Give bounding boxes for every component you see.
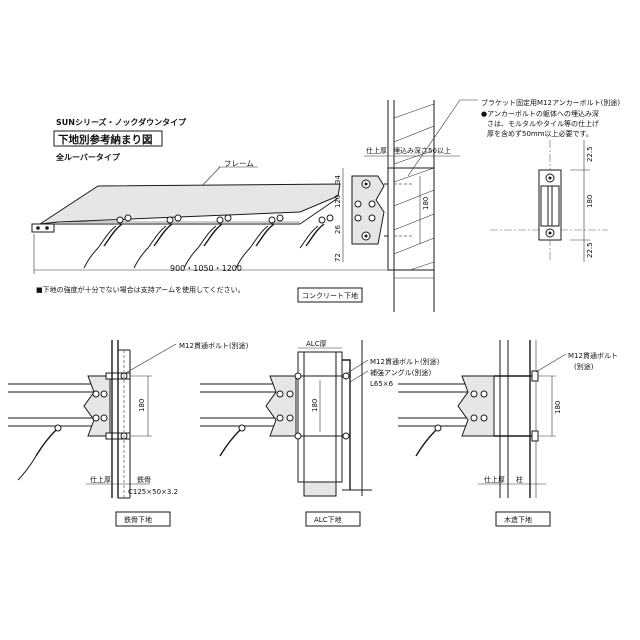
through-bolt-icon	[531, 430, 539, 442]
series-title: SUNシリーズ・ノックダウンタイプ	[56, 117, 187, 127]
embed-note-1: ●アンカーボルトの躯体への埋込み深	[481, 109, 599, 118]
steel-bolt-label: M12貫通ボルト(別途)	[179, 341, 249, 350]
strength-note: ■下地の強度が十分でない場合は支持アームを使用してください。	[36, 285, 245, 294]
louver-hangers	[83, 214, 334, 269]
frame-label: フレーム	[224, 159, 254, 168]
alc-caption: ALC下地	[314, 515, 342, 524]
wood-dim-180: 180	[554, 401, 562, 414]
title-box	[53, 130, 163, 147]
wood-caption: 木造下地	[504, 515, 532, 524]
through-bolt-icon	[531, 370, 539, 382]
alc-bolt-label: M12貫通ボルト(別途)	[370, 357, 440, 366]
drawing-title: 下地別参考納まり図	[58, 133, 153, 146]
wood-post-label: 柱	[516, 475, 523, 484]
wood-bracket	[457, 375, 495, 437]
steel-section-size: C125×50×3.2	[128, 488, 178, 496]
steel-finish-label: 仕上厚	[90, 475, 111, 484]
dim-22.5-top: 22.5	[586, 146, 594, 162]
dim-34: 34	[334, 175, 342, 184]
steel-section: 180 M12貫通ボルト(別途) 仕上厚 鉄骨 C125×50×3.2 鉄骨下地	[8, 340, 249, 527]
dim-22.5-bottom: 22.5	[586, 242, 594, 258]
steel-caption-box	[115, 511, 171, 527]
wood-section: 180 M12貫通ボルト (別途) 仕上厚 柱 木造下地	[398, 340, 618, 527]
wood-caption-box	[495, 511, 551, 527]
alc-thickness-label: ALC厚	[306, 340, 327, 348]
alc-section: 180 ALC厚 M12貫通ボルト(別途) 補強アングル(別途) L65×6 A…	[200, 340, 440, 527]
steel-label: 鉄骨	[137, 475, 151, 484]
alc-angle-label: 補強アングル(別途)	[370, 368, 431, 377]
embed-depth-label: 埋込み深さ50以上	[393, 146, 451, 155]
concrete-section: フレーム	[31, 100, 460, 312]
steel-dim-180: 180	[138, 399, 146, 412]
dim-26: 26	[334, 225, 342, 234]
dim-180-detail: 180	[586, 195, 594, 208]
embed-note-3: 厚を含めず50mm以上必要です。	[487, 129, 593, 138]
alc-angle-size: L65×6	[370, 380, 394, 388]
canopy-frame	[39, 183, 341, 225]
anchor-bolt-note: ブラケット固定用M12アンカーボルト(別途)	[481, 98, 620, 107]
steel-caption: 鉄骨下地	[124, 515, 152, 524]
type-label: 全ルーバータイプ	[55, 152, 121, 162]
concrete-caption-box	[297, 287, 363, 303]
through-bolt-icon	[294, 432, 302, 440]
concrete-caption: コンクリート下地	[302, 291, 358, 300]
concrete-wall	[387, 167, 435, 271]
wood-bolt-label-1: M12貫通ボルト	[568, 351, 618, 360]
alc-bracket	[265, 375, 297, 437]
dim-180: 180	[422, 197, 430, 210]
dim-72: 72	[334, 253, 342, 262]
finish-thickness-label: 仕上厚	[366, 146, 387, 155]
alc-dim-180: 180	[311, 399, 319, 412]
wood-bolt-label-2: (別途)	[574, 362, 594, 371]
dim-120: 120	[334, 195, 342, 208]
alc-caption-box	[305, 511, 361, 527]
embed-note-2: さは、モルタルやタイル等の仕上げ	[487, 119, 599, 128]
steel-bracket	[83, 375, 111, 437]
anchor-detail: ブラケット固定用M12アンカーボルト(別途) ●アンカーボルトの躯体への埋込み深…	[407, 98, 620, 262]
wood-finish-label: 仕上厚	[484, 475, 505, 484]
through-bolt-icon	[294, 372, 302, 380]
span-label: 900・1050・1200	[170, 264, 242, 273]
wall-bracket	[351, 175, 385, 245]
